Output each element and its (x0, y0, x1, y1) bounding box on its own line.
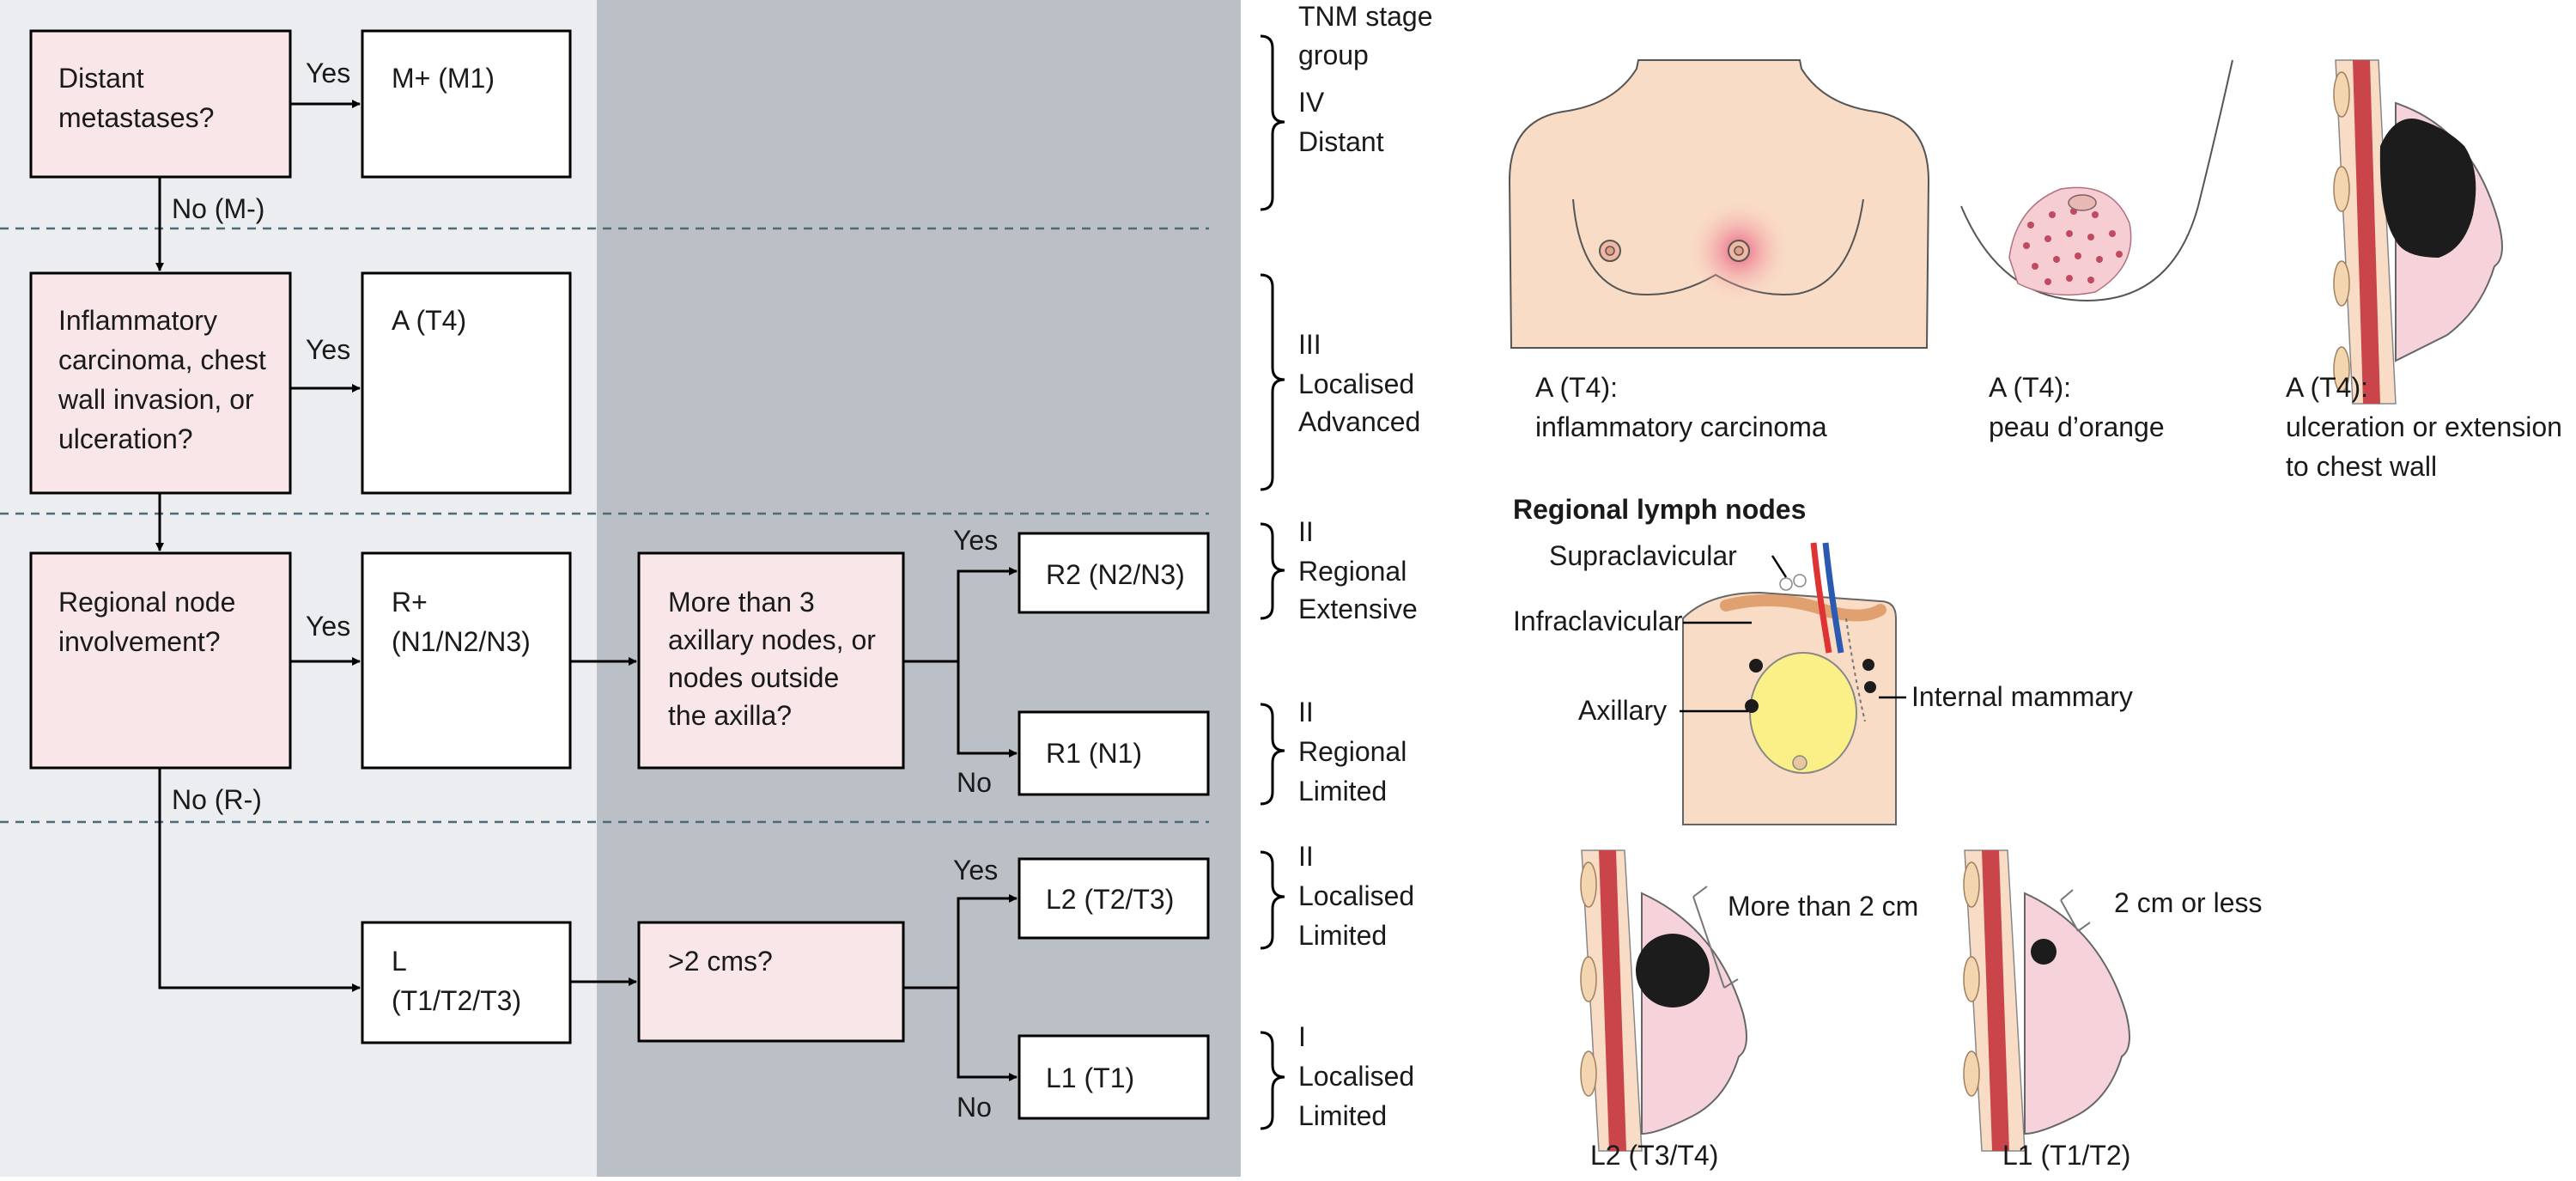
stage-header-line1: TNM stage (1298, 1, 1432, 32)
question-regional-node (29, 551, 292, 770)
result-regional (361, 551, 572, 770)
stage-header-line2: group (1298, 40, 1369, 70)
yes-label-4: Yes (953, 525, 998, 556)
ulceration-caption-line2: ulceration or extension (2286, 411, 2562, 442)
result-m1-label: M+ (M1) (392, 63, 495, 94)
stage-ii-ext-line3: Extensive (1298, 594, 1418, 624)
result-r1 (1018, 710, 1210, 796)
q-inflammatory-line3: wall invasion, or (58, 384, 254, 415)
q-inflammatory-line4: ulceration? (58, 423, 193, 454)
stage-i-line3: Limited (1298, 1100, 1387, 1131)
result-r1-label: R1 (N1) (1046, 738, 1142, 769)
l2-tumour-illustration (1580, 849, 1747, 1152)
ulceration-illustration (2333, 59, 2503, 405)
inflammatory-caption-line1: A (T4): (1535, 372, 1618, 403)
stage-iii-line3: Advanced (1298, 406, 1420, 437)
inflammatory-caption-line2: inflammatory carcinoma (1535, 411, 1827, 442)
q-metastases-line2: metastases? (58, 102, 214, 133)
stage-iii-line1: III (1298, 329, 1321, 360)
q-inflammatory-line1: Inflammatory (58, 305, 217, 336)
stage-ii-lim-line1: II (1298, 697, 1314, 727)
l2-caption: L2 (T3/T4) (1590, 1140, 1718, 1171)
internal-mammary-label: Internal mammary (1911, 681, 2133, 712)
stage-ii-loc-line1: II (1298, 841, 1314, 872)
q-regional-line2: involvement? (58, 626, 221, 657)
yes-label-1: Yes (306, 58, 350, 88)
stage-iv-line2: Distant (1298, 126, 1384, 157)
stage-i-line1: I (1298, 1021, 1306, 1052)
l1-tumour-illustration (1963, 849, 2130, 1152)
stage-separators (0, 227, 1209, 824)
no-r-label: No (R-) (172, 784, 262, 815)
regional-nodes-title: Regional lymph nodes (1513, 494, 1806, 525)
flow-connectors (155, 100, 1018, 1081)
result-l2 (1018, 857, 1210, 940)
result-localised (361, 921, 572, 1044)
result-localised-line1: L (392, 946, 407, 977)
result-l2-label: L2 (T2/T3) (1046, 884, 1174, 915)
stage-ii-loc-line2: Localised (1298, 880, 1414, 911)
peau-dorange-illustration (1960, 59, 2245, 348)
q-metastases-line1: Distant (58, 63, 144, 94)
l1-caption: L1 (T1/T2) (2002, 1140, 2130, 1171)
no-label-1: No (957, 767, 992, 798)
stage-ii-ext-line2: Regional (1298, 556, 1406, 587)
yes-label-2: Yes (306, 334, 350, 365)
ulceration-caption-line1: A (T4): (2286, 372, 2368, 403)
q-axillary-line1: More than 3 (668, 587, 815, 618)
lymph-leader-lines (1680, 555, 1906, 713)
yes-label-3: Yes (306, 611, 350, 642)
inflammatory-carcinoma-illustration (1508, 59, 1930, 349)
result-l1-label: L1 (T1) (1046, 1062, 1134, 1093)
result-r2 (1018, 532, 1210, 614)
q-size-label: >2 cms? (668, 946, 773, 977)
stage-iv-line1: IV (1298, 87, 1325, 118)
no-label-2: No (957, 1092, 992, 1123)
supraclavicular-label: Supraclavicular (1549, 540, 1737, 571)
result-regional-line2: (N1/N2/N3) (392, 626, 531, 657)
result-m1 (361, 29, 572, 179)
q-inflammatory-line2: carcinoma, chest (58, 344, 266, 375)
q-axillary-line4: the axilla? (668, 700, 792, 731)
stage-ii-lim-line2: Regional (1298, 736, 1406, 767)
result-r2-label: R2 (N2/N3) (1046, 559, 1185, 590)
lymph-nodes-illustration (1682, 542, 1897, 825)
stage-iii-line2: Localised (1298, 368, 1414, 399)
no-m-label: No (M-) (172, 193, 264, 224)
stage-ii-loc-line3: Limited (1298, 920, 1387, 951)
yes-label-5: Yes (953, 855, 998, 886)
question-axillary (637, 551, 905, 770)
q-axillary-line2: axillary nodes, or (668, 624, 876, 655)
result-localised-line2: (T1/T2/T3) (392, 985, 521, 1016)
axillary-label: Axillary (1578, 695, 1667, 726)
2cm-or-less-label: 2 cm or less (2114, 887, 2262, 918)
result-l1 (1018, 1034, 1210, 1120)
question-size (637, 921, 905, 1043)
stage-braces (1260, 34, 1285, 1130)
peau-caption-line2: peau d’orange (1989, 411, 2165, 442)
ulceration-caption-line3: to chest wall (2286, 451, 2437, 482)
result-t4 (361, 271, 572, 495)
result-regional-line1: R+ (392, 587, 428, 618)
stage-ii-ext-line1: II (1298, 516, 1314, 547)
infraclavicular-label: Infraclavicular (1513, 606, 1683, 636)
stage-ii-lim-line3: Limited (1298, 776, 1387, 807)
q-regional-line1: Regional node (58, 587, 235, 618)
peau-caption-line1: A (T4): (1989, 372, 2071, 403)
stage-i-line2: Localised (1298, 1061, 1414, 1092)
q-axillary-line3: nodes outside (668, 662, 839, 693)
more-than-2cm-label: More than 2 cm (1728, 891, 1918, 922)
result-t4-label: A (T4) (392, 305, 466, 336)
